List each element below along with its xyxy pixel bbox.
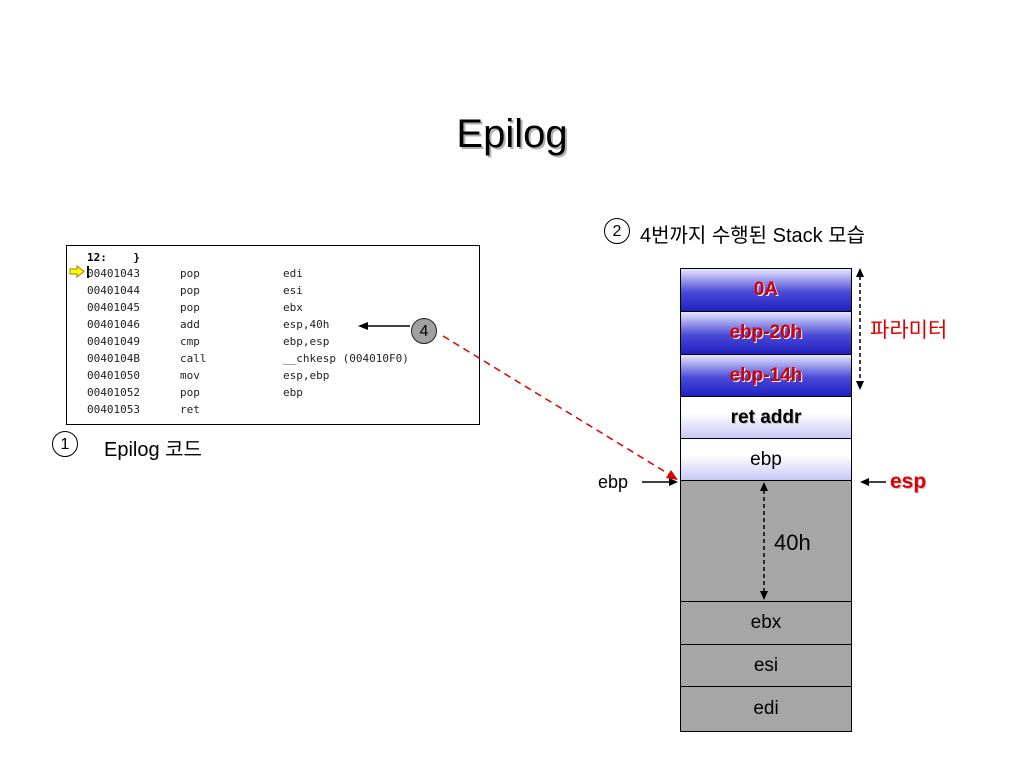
stack-cell-ret-addr: ret addr (680, 396, 852, 439)
code-line: 00401049 cmp ebp,esp (67, 335, 477, 348)
stack-cell-edi: edi (680, 686, 852, 732)
parameter-label: 파라미터 (870, 319, 948, 342)
code-opcode: call (180, 352, 207, 365)
code-operand: __chkesp (004010F0) (283, 352, 409, 365)
code-address: 00401050 (87, 369, 140, 382)
instruction-pointer-icon (69, 265, 85, 278)
code-line: 00401053 ret (67, 403, 477, 416)
stack-cell-param-3: ebp-14h (680, 354, 852, 397)
code-address: 00401053 (87, 403, 140, 416)
epilog-code-caption: Epilog 코드 (104, 439, 202, 461)
code-line: 00401052 pop ebp (67, 386, 477, 399)
stack-cell-param-1: 0A (680, 268, 852, 312)
local-size-label: 40h (774, 530, 811, 555)
stack-cell-ebx: ebx (680, 601, 852, 645)
stack-caption: 4번까지 수행된 Stack 모습 (640, 225, 866, 247)
code-operand: ebp,esp (283, 335, 330, 348)
caption-number-2: 2 (604, 218, 630, 244)
code-address: 00401044 (87, 284, 140, 297)
code-address: 00401043 (87, 267, 140, 280)
esp-pointer-label: esp (890, 470, 927, 493)
code-line: 00401044 pop esi (67, 284, 477, 297)
code-opcode: pop (180, 301, 200, 314)
code-operand: ebp (283, 386, 303, 399)
caption-number-1: 1 (52, 431, 78, 457)
code-address: 00401046 (87, 318, 140, 331)
stack-cell-param-2: ebp-20h (680, 311, 852, 355)
code-opcode: add (180, 318, 200, 331)
code-opcode: pop (180, 386, 200, 399)
code-line: 00401046 add esp,40h (67, 318, 477, 331)
ebp-pointer-label: ebp (598, 472, 629, 492)
code-address: 00401049 (87, 335, 140, 348)
code-opcode: cmp (180, 335, 200, 348)
step-marker-4: 4 (411, 318, 437, 344)
stack-cell-saved-ebp: ebp (680, 438, 852, 481)
code-operand: esp,40h (283, 318, 330, 331)
code-operand: esp,ebp (283, 369, 330, 382)
stack-cell-local-area (680, 480, 852, 602)
code-address: 00401045 (87, 301, 140, 314)
source-line-header: 12: } (87, 251, 140, 264)
code-operand: edi (283, 267, 303, 280)
code-address: 0040104B (87, 352, 140, 365)
code-line: 00401045 pop ebx (67, 301, 477, 314)
code-opcode: ret (180, 403, 200, 416)
slide-title: Epilog (456, 112, 568, 156)
code-address: 00401052 (87, 386, 140, 399)
text-cursor (87, 266, 89, 278)
code-operand: esi (283, 284, 303, 297)
code-opcode: pop (180, 267, 200, 280)
code-line: 00401043 pop edi (67, 267, 477, 280)
code-opcode: mov (180, 369, 200, 382)
code-line: 0040104B call __chkesp (004010F0) (67, 352, 477, 365)
code-line: 00401050 mov esp,ebp (67, 369, 477, 382)
stack-cell-esi: esi (680, 644, 852, 687)
code-opcode: pop (180, 284, 200, 297)
code-operand: ebx (283, 301, 303, 314)
